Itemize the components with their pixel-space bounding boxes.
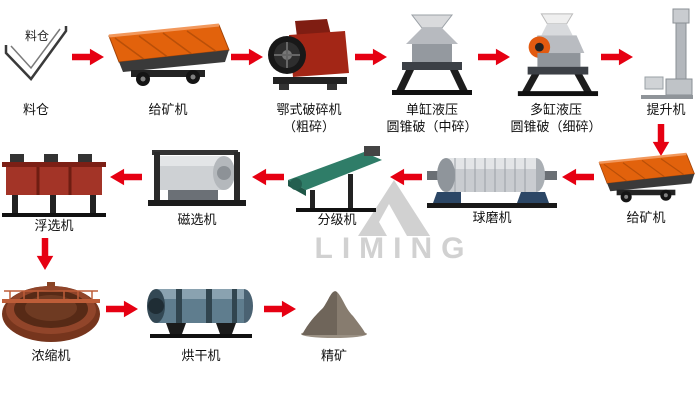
ball-mill-image <box>427 158 557 208</box>
thickener-image <box>2 282 100 342</box>
node-label: 圆锥破（中碎） <box>386 118 478 134</box>
node-label: 给矿机 <box>626 210 666 225</box>
node-label: 分级机 <box>317 212 357 227</box>
liming-mountain-logo-icon <box>358 180 430 236</box>
node-label: 提升机 <box>646 102 686 117</box>
bucket-elevator-image <box>641 8 693 99</box>
node-label: 球磨机 <box>472 210 512 225</box>
node-label: 料仓 <box>22 102 49 117</box>
flow-arrow-right <box>264 300 296 318</box>
flow-arrow-right <box>106 300 138 318</box>
silo-inner-label: 料仓 <box>25 29 50 43</box>
cone-crusher-multi-image <box>517 13 599 97</box>
jaw-crusher-image <box>268 19 349 90</box>
node-thickener: 浓缩机 <box>0 270 102 382</box>
node-label: 浮选机 <box>34 218 74 233</box>
node-flotation-machine: 浮选机 <box>0 144 108 244</box>
node-label: 浓缩机 <box>31 348 71 363</box>
node-cone-crusher-single: 单缸液压 圆锥破（中碎） <box>386 6 478 136</box>
node-label: 磁选机 <box>177 212 217 227</box>
node-classifier: 分级机 <box>286 144 388 244</box>
node-dryer: 烘干机 <box>142 270 260 382</box>
magnetic-separator-image <box>148 150 246 206</box>
flow-arrow-left <box>110 168 142 186</box>
flow-arrow-left <box>252 168 284 186</box>
node-silo: 料仓 料仓 <box>0 6 72 136</box>
node-label: （粗碎） <box>282 118 335 134</box>
spiral-classifier-image <box>288 146 382 212</box>
silo-image <box>4 26 68 81</box>
concentrate-pile-image <box>301 291 367 338</box>
flotation-machine-image <box>2 154 106 217</box>
cone-crusher-single-image <box>392 14 472 95</box>
node-label: 给矿机 <box>148 102 188 117</box>
node-label: 多缸液压 <box>529 102 582 117</box>
flow-arrow-left <box>562 168 594 186</box>
node-label: 精矿 <box>320 348 347 363</box>
node-label: 烘干机 <box>181 348 221 363</box>
node-feeder-right: 给矿机 <box>596 144 696 244</box>
flow-arrow-right <box>72 48 104 66</box>
node-feeder-top: 给矿机 <box>104 6 232 136</box>
vibrating-feeder-image <box>108 23 230 86</box>
node-magnetic-separator: 磁选机 <box>144 144 250 244</box>
node-label: 圆锥破（细碎） <box>510 118 602 134</box>
node-cone-crusher-multi: 多缸液压 圆锥破（细碎） <box>510 6 602 136</box>
node-bucket-elevator: 提升机 <box>636 6 696 136</box>
node-label: 鄂式破碎机 <box>276 102 342 117</box>
watermark-text: LIMING <box>314 232 474 265</box>
liming-watermark: LIMING <box>296 178 492 266</box>
vibrating-feeder-image <box>598 152 695 203</box>
flow-arrow-right <box>355 48 387 66</box>
node-concentrate: 精矿 <box>298 270 370 382</box>
node-ball-mill: 球磨机 <box>424 144 560 244</box>
rotary-dryer-image <box>147 289 253 338</box>
flow-arrow-right <box>601 48 633 66</box>
flow-arrow-right <box>478 48 510 66</box>
flow-arrow-right <box>231 48 263 66</box>
node-jaw-crusher: 鄂式破碎机 （粗碎） <box>264 6 354 136</box>
node-label: 单缸液压 <box>405 102 458 117</box>
